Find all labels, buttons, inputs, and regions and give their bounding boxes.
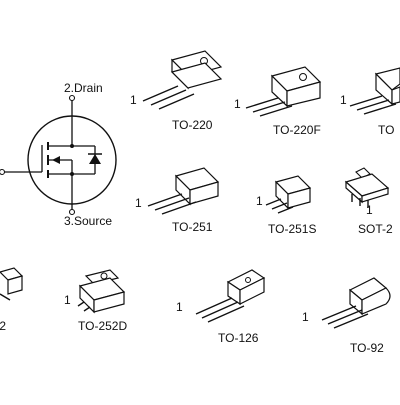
pin1-label: 1 xyxy=(302,310,309,324)
source-terminal xyxy=(68,208,76,216)
pin xyxy=(277,206,294,214)
package-label: TO-251 xyxy=(172,220,213,234)
pin xyxy=(201,301,239,319)
pin xyxy=(161,201,197,215)
package-label: TO-220F xyxy=(273,123,321,137)
package-to220f: 1 TO-220F xyxy=(234,66,322,137)
drain-terminal xyxy=(68,94,76,102)
pin xyxy=(327,309,363,325)
pin xyxy=(142,85,179,102)
pin1-label: 1 xyxy=(176,300,183,314)
pin1-label: 1 xyxy=(64,293,71,307)
pin xyxy=(207,305,245,323)
pin xyxy=(333,313,369,329)
package-label: SOT-2 xyxy=(358,222,393,236)
package-to126: 1 TO-126 xyxy=(176,269,266,345)
package-sot223: 1 SOT-2 xyxy=(344,167,393,236)
package-to3p: 1 TO xyxy=(340,67,400,137)
pin xyxy=(356,99,390,111)
package-label: TO-220 xyxy=(172,118,213,132)
pin xyxy=(77,301,85,307)
body-front xyxy=(286,81,321,107)
pin xyxy=(0,293,11,301)
body-front xyxy=(391,86,400,105)
pin xyxy=(154,197,190,211)
package-label: TO-92 xyxy=(350,341,384,355)
body-front xyxy=(189,181,219,205)
package-to252: 252 1 xyxy=(0,267,24,333)
drain-label: 2.Drain xyxy=(64,81,103,95)
package-to252d: 1 TO-252D xyxy=(64,269,127,333)
body-round xyxy=(361,287,391,315)
pin1-label: 1 xyxy=(340,93,347,107)
pin xyxy=(363,103,397,115)
mount-hole-icon xyxy=(100,272,108,280)
body-arrow-icon xyxy=(52,156,60,164)
pin xyxy=(195,297,233,315)
pin xyxy=(245,97,279,109)
pin xyxy=(259,105,293,117)
gate-terminal xyxy=(0,168,6,176)
pin xyxy=(150,89,187,106)
pin xyxy=(147,193,183,207)
package-label: TO xyxy=(378,123,394,137)
package-label: TO-126 xyxy=(218,331,259,345)
pin xyxy=(83,306,91,312)
package-to251: 1 TO-251 xyxy=(135,167,220,234)
mount-hole-icon xyxy=(245,277,251,283)
body-front xyxy=(170,62,223,89)
pin1-label: 1 xyxy=(135,196,142,210)
mosfet-symbol: 2.Drain 3.Source xyxy=(0,81,117,228)
package-label: 252 xyxy=(0,319,6,333)
body-front xyxy=(361,187,389,203)
package-to92: 1 TO-92 xyxy=(302,277,391,355)
package-label: TO-252D xyxy=(78,319,127,333)
pin1-label: 1 xyxy=(234,97,241,111)
pin xyxy=(265,198,282,206)
package-to220: 1 TO-220 xyxy=(130,50,223,132)
body-front xyxy=(93,291,125,313)
pin xyxy=(349,95,383,107)
pin1-label: 1 xyxy=(130,93,137,107)
diode-icon xyxy=(89,154,101,164)
pin xyxy=(271,202,288,210)
package-label: TO-251S xyxy=(268,222,316,236)
source-label: 3.Source xyxy=(64,214,112,228)
pin1-label: 1 xyxy=(256,194,263,208)
pin xyxy=(321,305,357,321)
pin xyxy=(158,93,195,110)
package-to251s: 1 TO-251S xyxy=(256,175,316,236)
body-front xyxy=(7,275,23,295)
body-front xyxy=(287,187,311,209)
mount-hole-icon xyxy=(299,73,307,81)
pin1-label: 1 xyxy=(366,203,373,217)
pin xyxy=(252,101,286,113)
body-front xyxy=(239,277,265,305)
